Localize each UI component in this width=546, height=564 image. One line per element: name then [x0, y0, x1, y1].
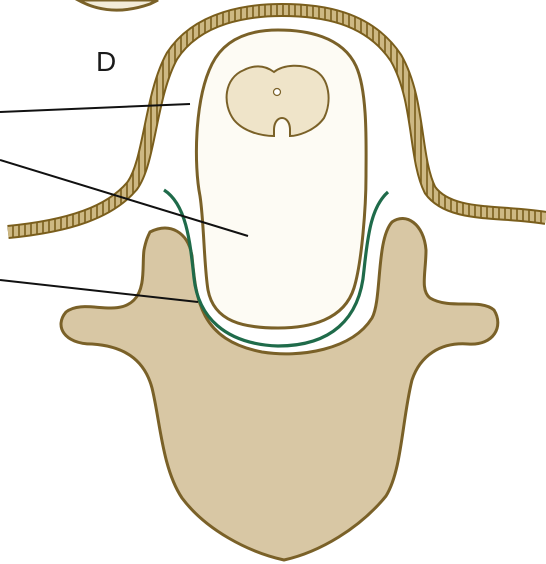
upper-structure-fragment [78, 0, 158, 10]
panel-label: D [96, 46, 116, 77]
central-canal [274, 89, 281, 96]
